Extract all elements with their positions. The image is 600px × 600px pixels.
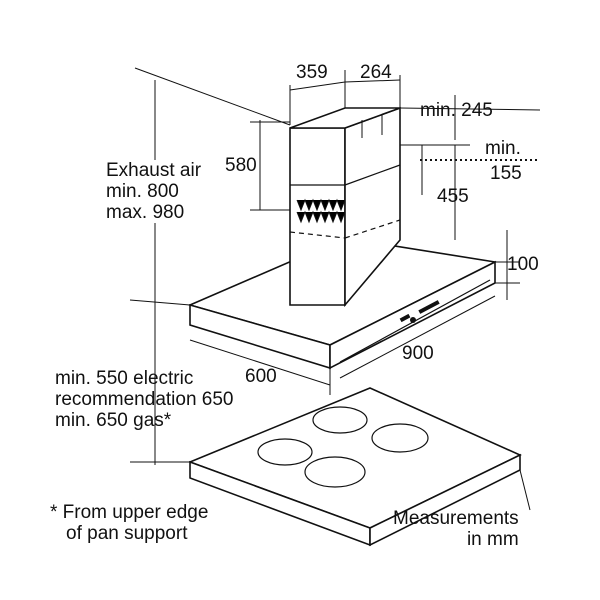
burner (312, 406, 368, 434)
dim-455: 455 (437, 186, 469, 207)
cooktop (187, 387, 522, 547)
dim-hood-depth: 600 (245, 366, 277, 387)
clearance-line-2: recommendation 650 (55, 389, 234, 410)
burner (371, 423, 429, 453)
clearance-label: min. 550 electric recommendation 650 min… (55, 368, 234, 431)
burner (257, 438, 313, 466)
dim-chimney-width: 359 (296, 62, 328, 83)
footnote-line-2: of pan support (66, 523, 188, 544)
burner (304, 456, 366, 488)
exhaust-line-1: Exhaust air (106, 160, 202, 181)
exhaust-air-label: Exhaust air min. 800 max. 980 (106, 160, 202, 223)
dim-580: 580 (225, 155, 257, 176)
dimension-lines (129, 67, 541, 511)
exhaust-line-2: min. 800 (106, 181, 179, 202)
footnote-line-1: * From upper edge (50, 502, 209, 523)
units-line-2: in mm (466, 529, 519, 550)
units-line-1: Measurements (393, 508, 519, 529)
clearance-line-3: min. 650 gas* (55, 410, 172, 431)
units-note: Measurements in mm (393, 508, 519, 550)
dim-hood-width: 900 (402, 343, 434, 364)
clearance-line-1: min. 550 electric (55, 368, 194, 389)
dim-hood-height: 100 (507, 254, 539, 275)
dim-min-155-value: 155 (490, 163, 522, 184)
exhaust-line-3: max. 980 (106, 202, 185, 223)
dim-min-155-label: min. (485, 138, 521, 159)
footnote: * From upper edge of pan support (50, 502, 208, 544)
dim-chimney-depth: 264 (360, 62, 392, 83)
dim-min-245: min. 245 (420, 100, 493, 121)
